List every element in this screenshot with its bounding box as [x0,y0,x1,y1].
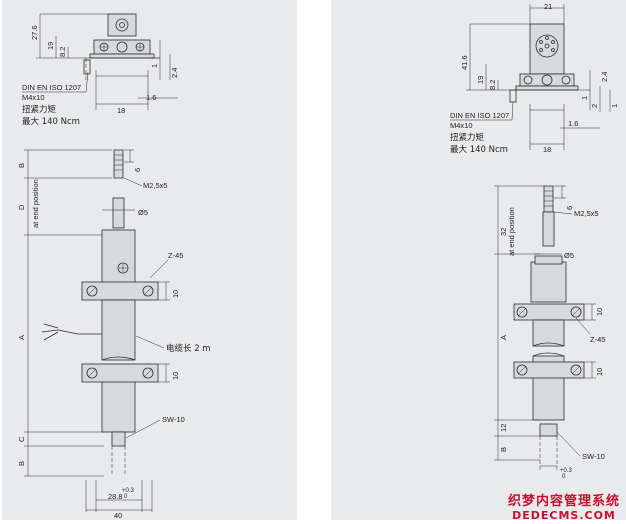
clamp-dim-1-right: 10 [595,308,604,316]
thread-label-right: M2,5x5 [574,209,599,218]
clamp-upper-left [81,281,159,301]
thread-label-left: M2,5x5 [143,181,168,190]
screw-label-right: M4x10 [450,121,473,130]
wrench-flats-right [539,423,558,437]
torque-value: 最大 140 Ncm [22,116,80,127]
dim-8-2: 8.2 [58,47,67,57]
dim-C: C [17,436,26,442]
dim-19-right: 19 [476,76,485,84]
clamp-dim-1-left: 10 [171,290,180,298]
rod-thread [113,149,124,179]
tol-right: +0.3 [560,468,573,474]
dim-21: 21 [544,2,552,11]
dim-1-right: 1 [580,96,589,100]
connector-head-right [529,23,565,75]
cable-label: 电缆长 2 m [166,343,211,354]
width-28-8: 28.8 [108,492,123,501]
dim-32: 32 [499,228,508,236]
tol-left: +0.3 [122,488,135,494]
at-end-position-right: at end position [507,207,516,256]
dim-A-right: A [499,335,508,340]
shaft-left [112,197,125,229]
watermark-line2: DEDECMS.COM [512,509,616,522]
left-side-view: B D at end position A C B 6 M2,5x5 Ø5 10… [17,149,211,520]
dim-1b-right: 1 [610,104,619,108]
dim-1: 1 [150,64,159,68]
right-side-view: 32 at end position A 12 B 6 M2,5x5 Ø5 10… [494,185,605,480]
dim-A-left: A [17,335,26,340]
right-top-view: 21 41.6 19 8.2 1 2.4 2 1 1.6 18 DIN [450,2,619,155]
connector-head [107,13,137,37]
dim-B-bottom: B [17,461,26,466]
dim-2-4-right: 2.4 [600,72,609,82]
wire-dim-right: 6 [565,206,574,210]
tol2-right: 0 [562,474,566,480]
wrench-label-right: SW-10 [582,452,605,461]
dim-12: 12 [499,424,508,432]
tol2-left: 0 [124,494,128,500]
shaft-dia-left: Ø5 [138,208,148,217]
clamp-dim-2-left: 10 [171,372,180,380]
dim-D: D [17,204,26,210]
dim-1-6: 1.6 [146,93,156,102]
torque-label: 扭紧力矩 [22,104,57,115]
shaft-dia-right: Ø5 [564,251,574,260]
housing-head-left [101,229,136,291]
dim-41-6: 41.6 [460,55,469,70]
dim-B-right: B [499,447,508,452]
standard-label: DIN EN ISO 1207 [22,83,81,92]
clamp-dim-2-right: 10 [595,368,604,376]
clamp-lower-right [513,361,585,379]
left-drawing-panel [2,0,297,520]
screw-label: M4x10 [22,93,45,102]
width-40: 40 [114,511,122,520]
shaft-right [542,211,555,247]
at-end-position-left: at end position [31,179,40,228]
torque-value-right: 最大 140 Ncm [450,144,508,155]
watermark-line1: 织梦内容管理系统 [507,494,620,509]
dim-1-6-right: 1.6 [568,119,578,128]
wrench-label-left: SW-10 [162,415,185,424]
clamp-label-left: Z-45 [168,251,183,260]
dim-8-2-right: 8.2 [488,80,497,90]
clamp-lower-left [81,363,159,383]
dim-2-right: 2 [590,104,599,108]
clamp-upper-right [513,303,585,321]
wrench-flats-left [111,431,126,447]
left-top-view: 27.6 19 8.2 1 2.4 18 1.6 DIN EN ISO 1207… [22,13,179,127]
panel-gap [299,0,329,524]
dim-19: 19 [46,42,55,50]
rod-thread-right [543,185,554,213]
dim-2-4: 2.4 [170,68,179,78]
dim-27-6: 27.6 [30,25,39,40]
wire-dim-left: 6 [133,168,142,172]
dim-B-top: B [17,163,26,168]
standard-label-right: DIN EN ISO 1207 [450,111,509,120]
housing-head-right [530,261,567,303]
watermark: 织梦内容管理系统 DEDECMS.COM [508,490,620,522]
dim-18: 18 [117,106,125,115]
clamp-label-right: Z-45 [590,335,605,344]
dim-18-right: 18 [543,145,551,154]
torque-label-right: 扭紧力矩 [450,132,485,143]
